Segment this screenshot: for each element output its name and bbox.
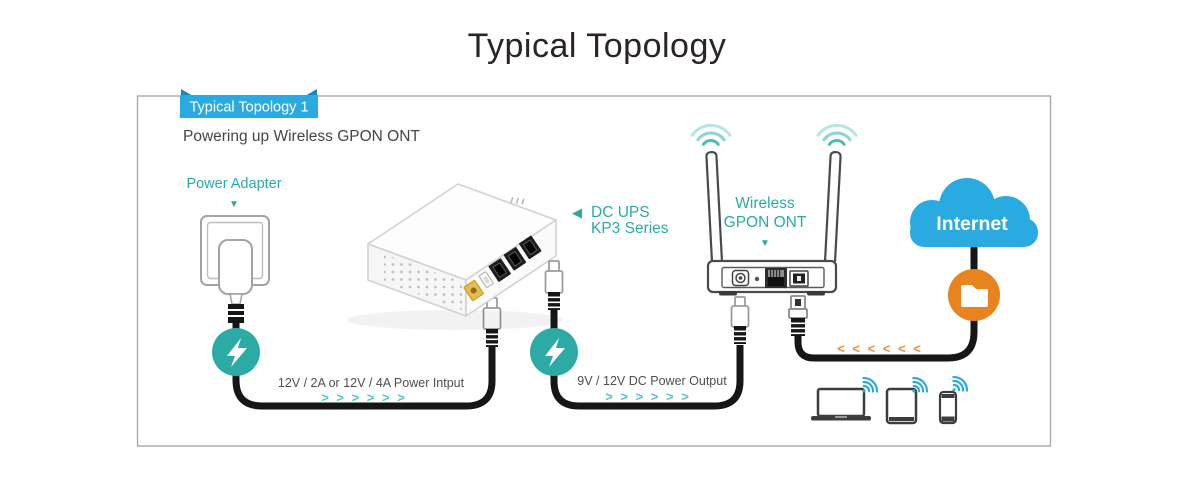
ups-led-indicators	[510, 197, 525, 205]
gpon-ont-device	[690, 123, 858, 296]
panel-border	[136, 95, 1052, 447]
client-devices	[811, 375, 969, 425]
badge-label: Typical Topology 1	[189, 100, 308, 116]
dc-plug-connector-3	[730, 296, 750, 344]
lan-node	[948, 269, 1000, 321]
ont-label-line1: Wireless	[735, 195, 795, 212]
topology-badge: Typical Topology 1	[180, 89, 318, 118]
power-adapter-label: Power Adapter	[186, 176, 281, 192]
power-input-cable	[232, 323, 496, 410]
wifi-signal-icon-right	[816, 123, 858, 146]
power-adapter: Power Adapter ▼	[186, 176, 282, 323]
badge-fold-left	[181, 89, 193, 96]
reset-button	[754, 276, 760, 282]
wifi-icon	[952, 375, 969, 392]
chevrons-left-icon: < < < < < <	[837, 341, 923, 356]
panel-subtitle: Powering up Wireless GPON ONT	[183, 128, 420, 145]
usb-tongue	[482, 276, 491, 285]
badge-ribbon	[180, 95, 318, 118]
dc-ups-label: ◀ DC UPS KP3 Series	[572, 204, 669, 237]
lightning-node-1	[212, 328, 260, 376]
ont-label-line2: GPON ONT	[724, 214, 807, 231]
phone-icon	[938, 390, 958, 425]
router-foot-right	[807, 291, 825, 296]
optical-port	[789, 270, 809, 287]
folder-icon	[961, 285, 988, 307]
dc-output-cable	[550, 310, 744, 410]
ups-ports	[463, 235, 542, 301]
dc-input-pin	[470, 287, 477, 294]
down-arrow-icon: ▼	[229, 199, 239, 210]
wifi-signal-icon-left	[690, 123, 732, 146]
chevrons-right-icon-2: > > > > > >	[605, 389, 691, 404]
fiber-connector	[788, 295, 808, 336]
dc-output-cable-label: 9V / 12V DC Power Output	[577, 374, 727, 388]
left-arrow-icon: ◀	[572, 205, 582, 220]
gpon-ont-label: Wireless GPON ONT ▼	[724, 195, 807, 249]
wifi-icon	[912, 376, 929, 393]
tablet-icon	[885, 387, 918, 425]
dc-ups-device	[347, 183, 563, 330]
page-title: Typical Topology	[468, 27, 727, 65]
device-shadow	[347, 310, 563, 330]
wall-plug-illustration	[200, 215, 270, 323]
ups-vent-grid	[384, 254, 462, 310]
dc-ups-label-line1: DC UPS	[591, 204, 650, 221]
dc-plug-connector-2	[544, 260, 564, 310]
router-foot-left	[719, 291, 737, 296]
internet-cloud: Internet	[910, 178, 1038, 247]
chevrons-right-icon-1: > > > > > >	[321, 390, 407, 405]
ethernet-port	[765, 268, 787, 288]
fiber-cable	[794, 238, 978, 362]
dc-ups-label-line2: KP3 Series	[591, 220, 669, 237]
internet-label: Internet	[936, 213, 1008, 235]
wifi-icon	[862, 376, 879, 393]
badge-fold-right	[305, 89, 317, 96]
laptop-icon	[811, 387, 871, 421]
down-arrow-icon: ▼	[760, 238, 770, 249]
lightning-node-2	[530, 328, 578, 376]
power-input-cable-label: 12V / 2A or 12V / 4A Power Intput	[278, 376, 465, 390]
